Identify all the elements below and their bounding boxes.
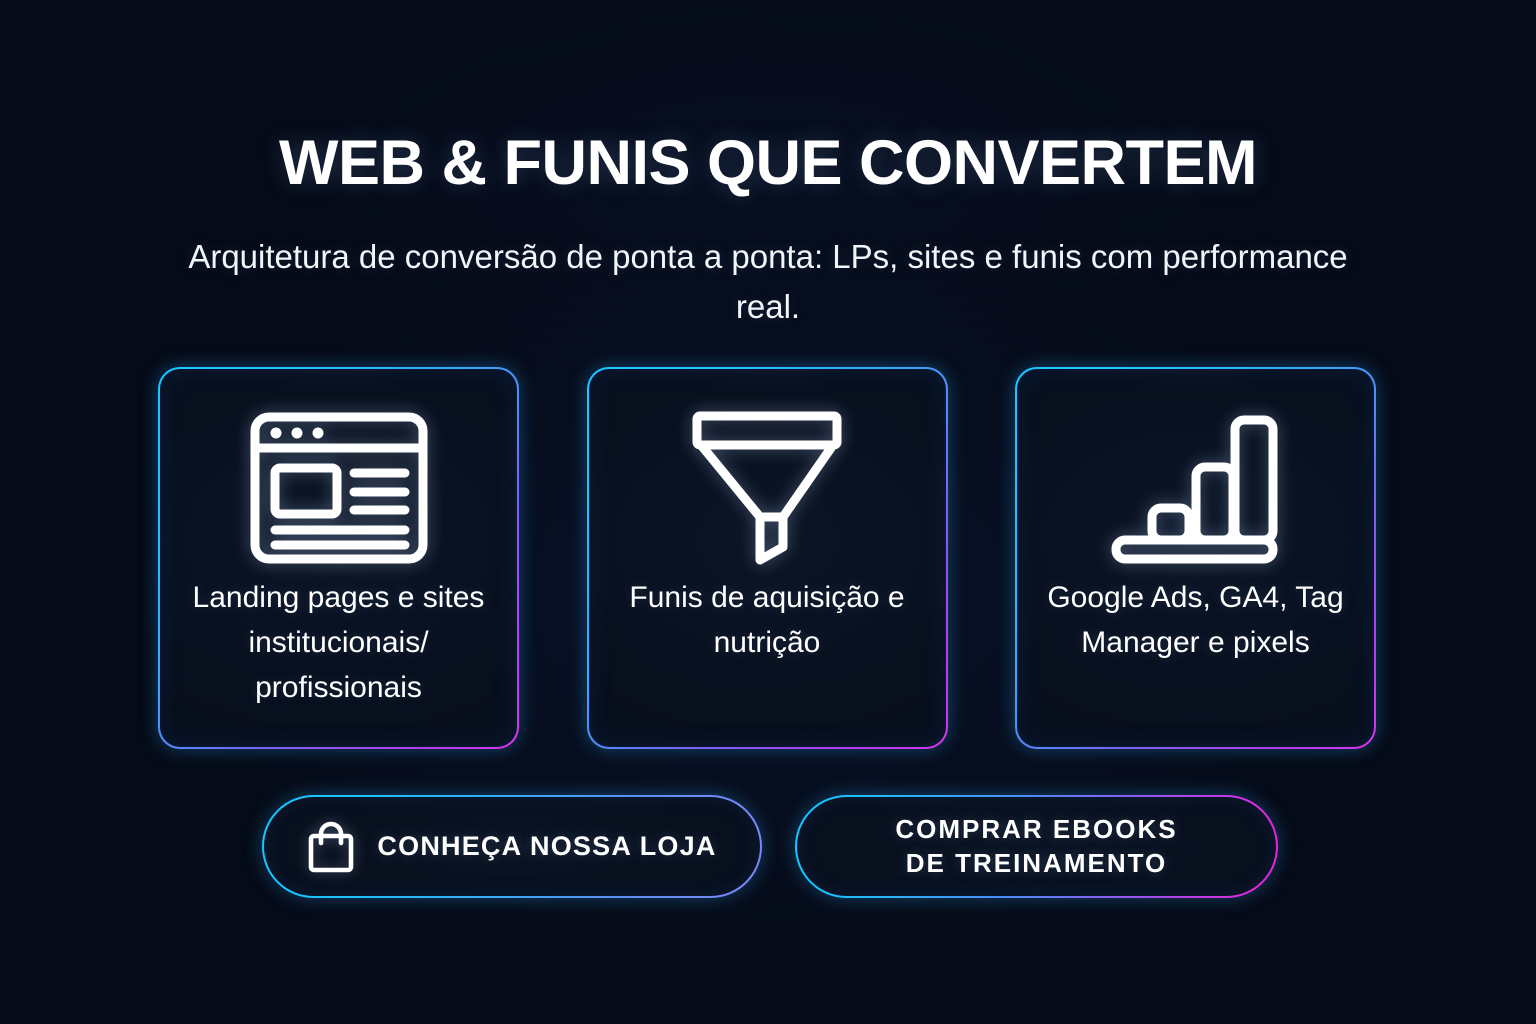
funnel-icon	[684, 411, 850, 565]
card-label: Funis de aquisição e nutrição	[629, 581, 905, 659]
visit-store-button[interactable]: CONHEÇA NOSSA LOJA	[262, 795, 762, 898]
cta-button-group: CONHEÇA NOSSA LOJA COMPRAR EBOOKS DE TRE…	[262, 795, 1278, 898]
feature-card-funnels[interactable]: Funis de aquisição e nutrição	[586, 367, 948, 749]
card-surface: Funis de aquisição e nutrição	[588, 369, 946, 747]
feature-card-analytics[interactable]: Google Ads, GA4, Tag Manager e pixels	[1015, 367, 1376, 749]
button-label: COMPRAR EBOOKS DE TREINAMENTO	[895, 814, 1178, 878]
shopping-bag-icon	[307, 819, 355, 874]
bar-chart-icon	[1108, 413, 1284, 564]
buy-ebooks-button[interactable]: COMPRAR EBOOKS DE TREINAMENTO	[795, 795, 1278, 898]
page-title: WEB & FUNIS QUE CONVERTEM	[278, 128, 1258, 198]
button-surface: COMPRAR EBOOKS DE TREINAMENTO	[797, 797, 1276, 896]
button-surface: CONHEÇA NOSSA LOJA	[264, 797, 760, 896]
button-label: CONHEÇA NOSSA LOJA	[377, 831, 717, 862]
card-label: Landing pages e sites institucionais/ pr…	[192, 581, 485, 704]
page-subtitle: Arquitetura de conversão de ponta a pont…	[188, 238, 1348, 325]
card-label: Google Ads, GA4, Tag Manager e pixels	[1047, 581, 1344, 659]
webpage-layout-icon	[250, 412, 428, 564]
card-surface: Google Ads, GA4, Tag Manager e pixels	[1017, 369, 1374, 747]
feature-card-landing-pages[interactable]: Landing pages e sites institucionais/ pr…	[158, 367, 519, 749]
card-surface: Landing pages e sites institucionais/ pr…	[160, 369, 517, 747]
feature-card-list: Landing pages e sites institucionais/ pr…	[158, 367, 1376, 749]
